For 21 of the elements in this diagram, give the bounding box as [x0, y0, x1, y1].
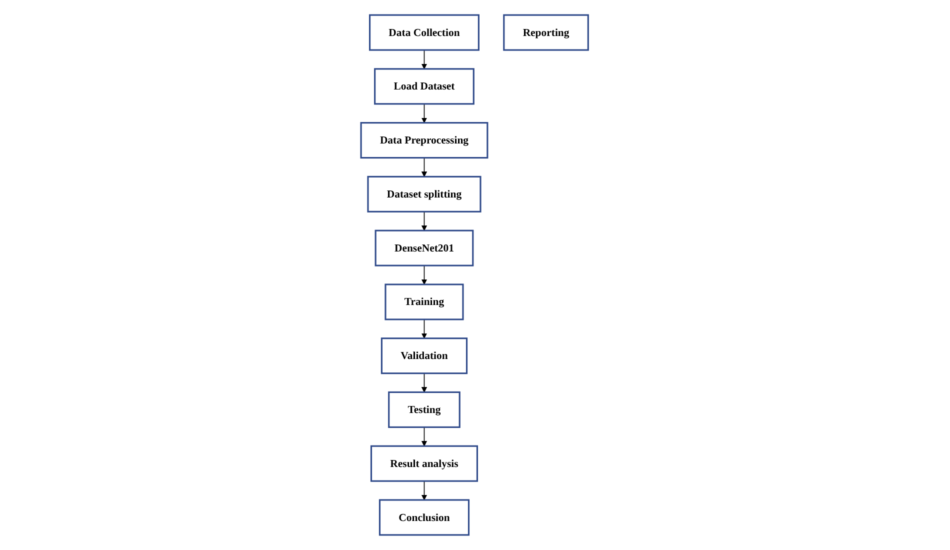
arrow — [422, 426, 428, 446]
node-box — [368, 176, 482, 212]
node-box — [504, 14, 590, 51]
flowchart: Data Collection Load Dataset Data Preprocessing Dataset splitting DenseNet201 Training Validation Testing Result analysis Conclusion Reporting — [356, 10, 594, 540]
node-box — [374, 68, 475, 105]
arrow — [422, 480, 428, 500]
arrow — [422, 103, 428, 124]
arrow — [422, 319, 428, 339]
node-box — [375, 230, 474, 266]
arrow — [422, 50, 428, 70]
arrow — [422, 157, 428, 177]
arrow — [422, 372, 428, 392]
arrow — [422, 211, 428, 231]
node-box — [385, 284, 464, 320]
arrow — [422, 265, 428, 285]
node-box — [369, 14, 480, 51]
node-box — [381, 338, 468, 374]
node-box — [388, 391, 461, 428]
node-box — [370, 445, 478, 482]
node-box — [360, 122, 489, 159]
node-box — [379, 499, 470, 536]
